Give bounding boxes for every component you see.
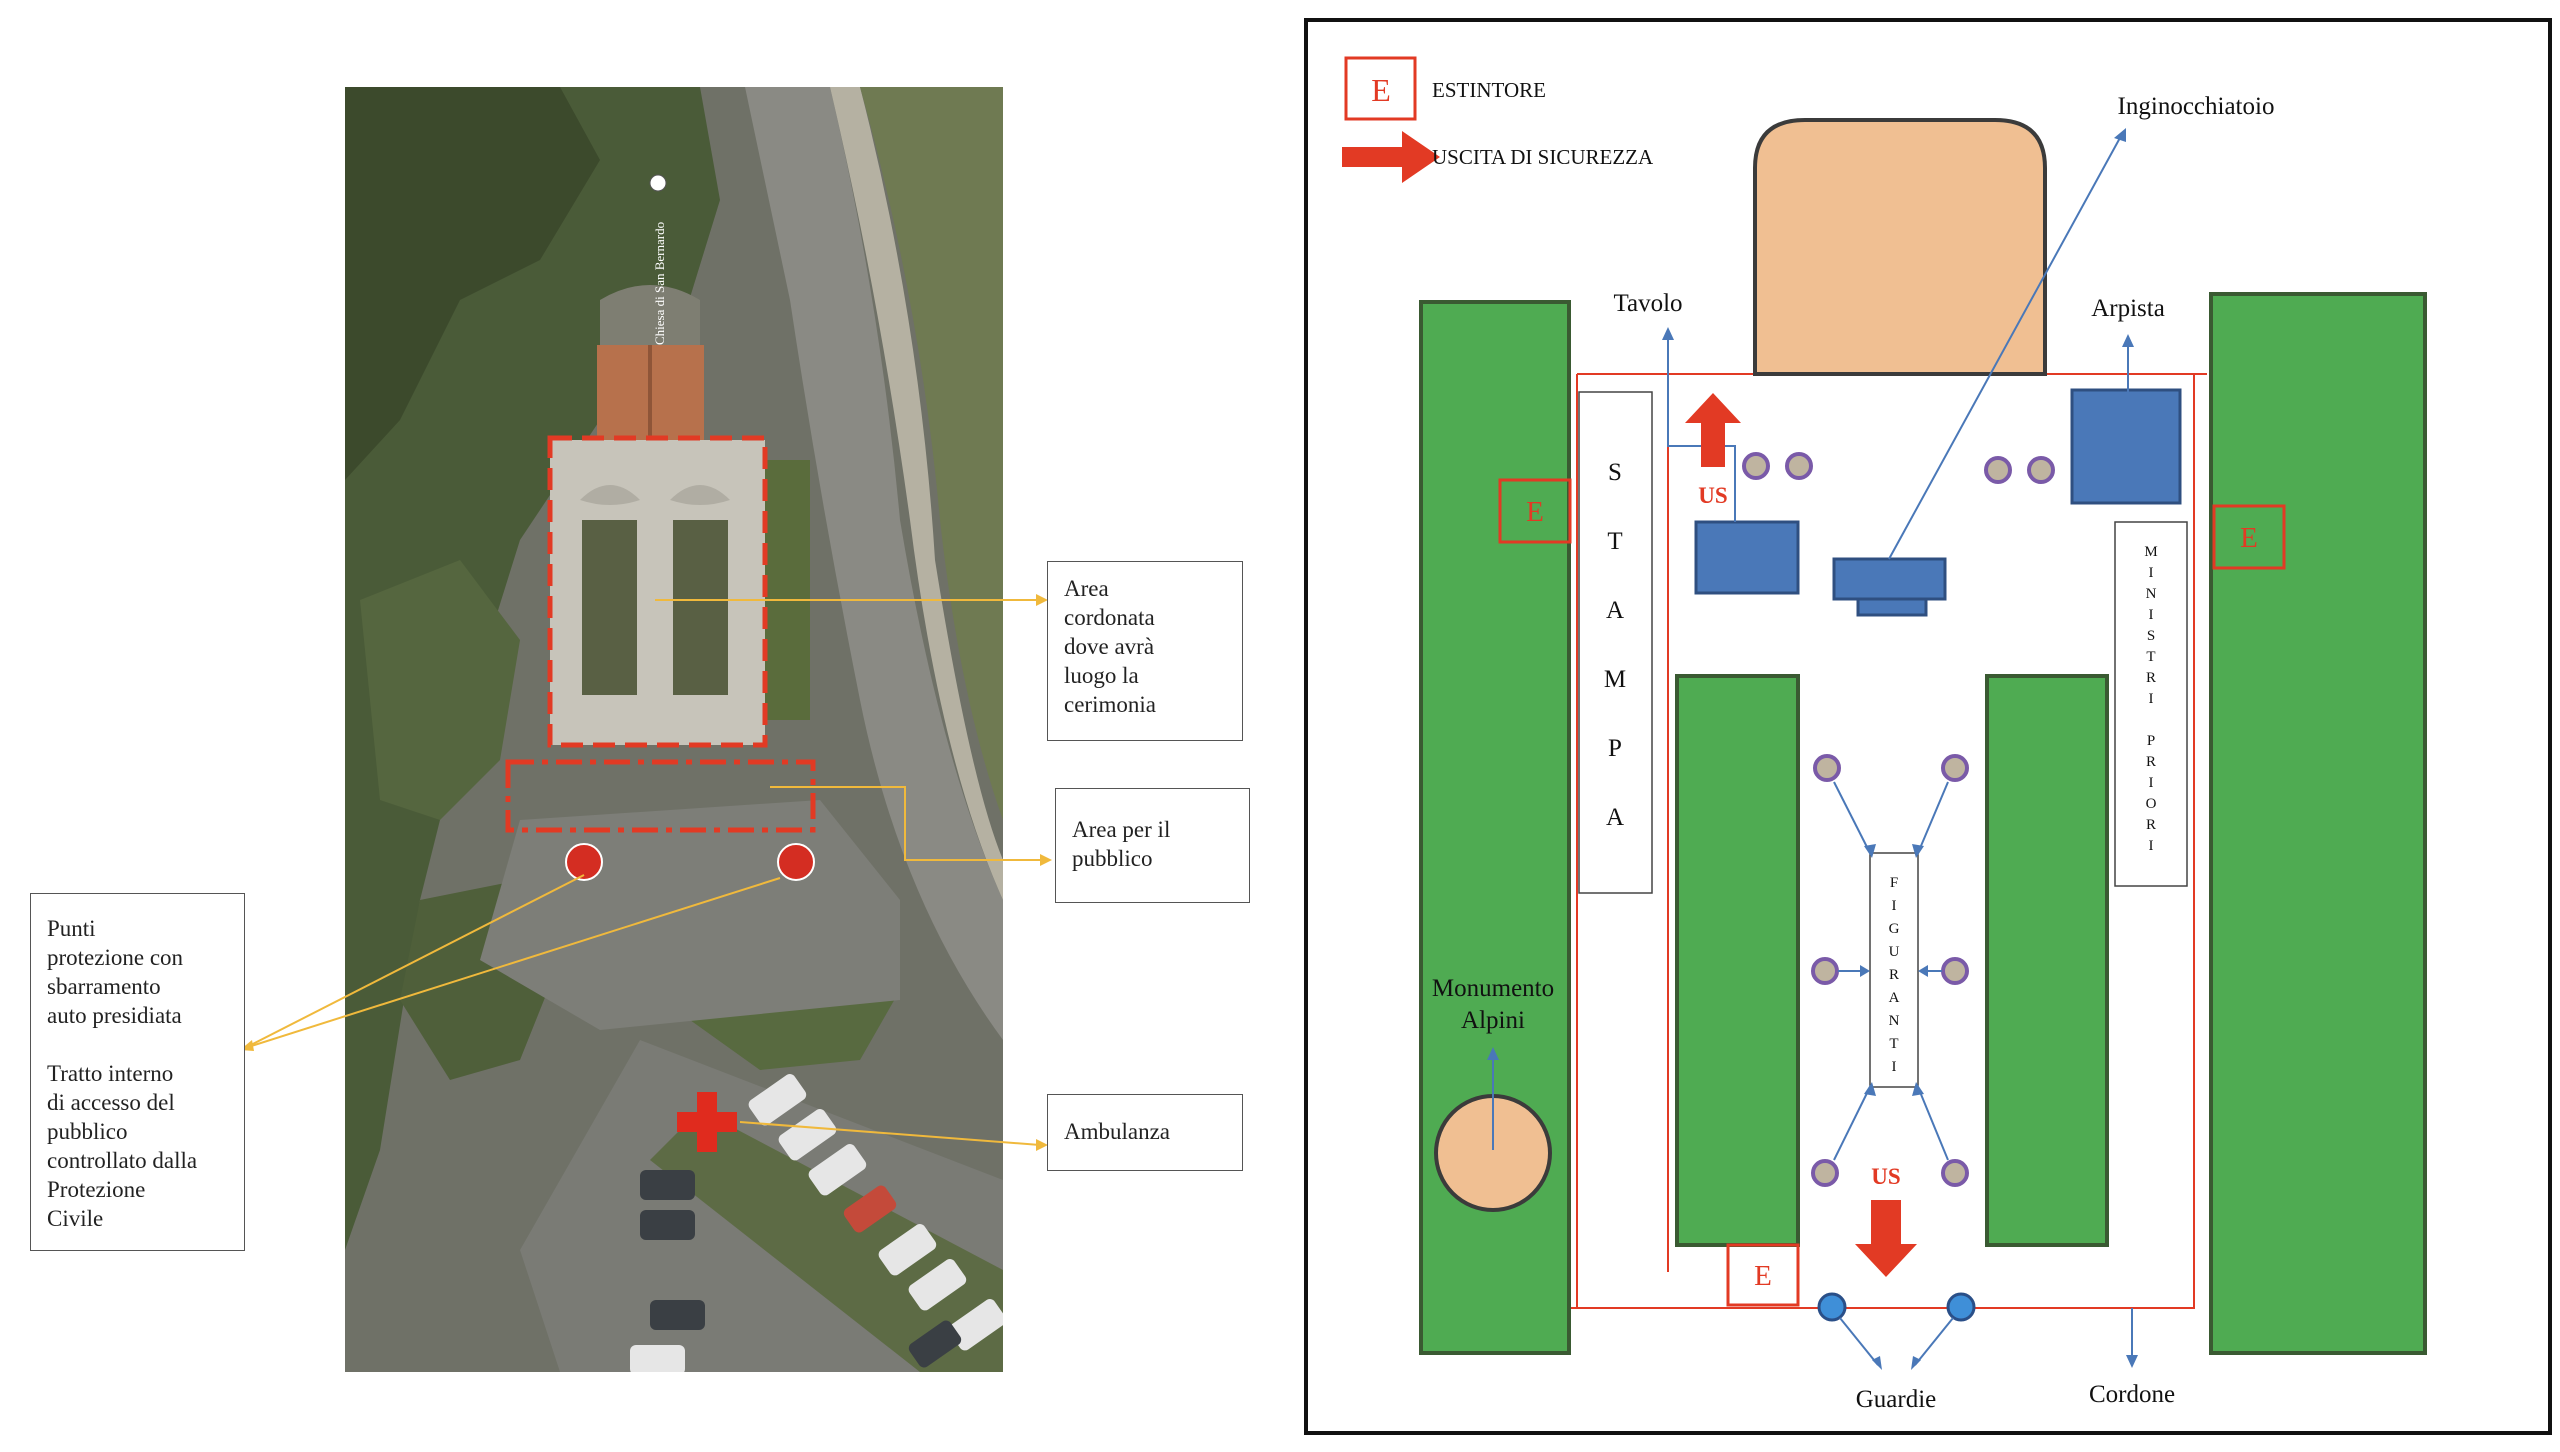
person-dot xyxy=(1984,456,2012,484)
person-dot xyxy=(1811,957,1839,985)
press-letter: A xyxy=(1606,597,1624,624)
table-block xyxy=(1694,520,1800,595)
green-block-inner-left xyxy=(1675,674,1800,1247)
ministers-letter: R xyxy=(2146,754,2156,770)
church-map-label: Chiesa di San Bernardo xyxy=(649,174,667,345)
church-label: Chiesa di San Bernardo xyxy=(652,222,667,345)
ministers-label: M I N I S T R I P R I O R I xyxy=(2144,544,2157,854)
harpist-block xyxy=(2070,388,2182,505)
person-dot xyxy=(1813,754,1841,782)
ministers-letter: I xyxy=(2149,691,2154,707)
legend-exit-arrow-icon xyxy=(1342,131,1440,183)
ministers-panel xyxy=(2114,521,2188,887)
guard-dot-right xyxy=(1946,1292,1976,1322)
ministers-letter: S xyxy=(2147,628,2155,644)
public-area-outline xyxy=(505,759,816,833)
extinguisher-bottom-label: E xyxy=(1754,1260,1772,1292)
monument-label-line2: Alpini xyxy=(1461,1007,1525,1034)
ministers-letter: R xyxy=(2146,817,2156,833)
satellite-image xyxy=(345,87,1003,1372)
ceremony-area-outline xyxy=(547,435,768,748)
figurants-letter: A xyxy=(1889,990,1900,1006)
exit-label-bottom: US xyxy=(1871,1164,1900,1189)
protection-point-left xyxy=(565,843,603,881)
cordon-label: Cordone xyxy=(2089,1381,2175,1408)
press-letter: P xyxy=(1608,735,1622,762)
kneeler-step xyxy=(1856,597,1928,617)
press-letter: M xyxy=(1604,666,1626,693)
kneeler-label: Inginocchiatoio xyxy=(2118,93,2275,120)
ministers-letter: T xyxy=(2146,649,2155,665)
person-dot xyxy=(1785,452,1813,480)
table-label: Tavolo xyxy=(1613,290,1682,317)
press-panel xyxy=(1578,391,1653,894)
exit-label-top: US xyxy=(1698,483,1727,508)
figurants-letter: I xyxy=(1892,898,1897,914)
ministers-letter: M xyxy=(2144,544,2157,560)
legend-exit-label: USCITA DI SICUREZZA xyxy=(1432,145,1654,169)
ministers-letter: I xyxy=(2149,607,2154,623)
ministers-letter: R xyxy=(2146,670,2156,686)
press-label: S T A M P A xyxy=(1604,459,1626,831)
figurants-letter: U xyxy=(1889,944,1900,960)
green-block-inner-right xyxy=(1985,674,2109,1247)
person-dot xyxy=(1742,452,1770,480)
ministers-letter: O xyxy=(2146,796,2157,812)
callout-protection-points: Punti protezione con sbarramento auto pr… xyxy=(30,893,245,1251)
green-block-right xyxy=(2209,292,2427,1355)
legend-extinguisher-label: ESTINTORE xyxy=(1432,78,1546,102)
extinguisher-right-label: E xyxy=(2240,522,2258,554)
callout-ceremony-area: Area cordonata dove avrà luogo la cerimo… xyxy=(1047,561,1243,741)
press-letter: S xyxy=(1608,459,1622,486)
press-letter: T xyxy=(1607,528,1622,555)
protection-point-right xyxy=(777,843,815,881)
legend-extinguisher-symbol: E xyxy=(1371,72,1391,108)
ministers-letter: I xyxy=(2149,838,2154,854)
callout-ambulance: Ambulanza xyxy=(1047,1094,1243,1171)
ambulance-cross-icon xyxy=(677,1092,737,1152)
person-dot xyxy=(1941,1159,1969,1187)
extinguisher-left xyxy=(1498,478,1572,544)
figurants-letter: F xyxy=(1890,875,1898,891)
extinguisher-bottom xyxy=(1726,1243,1800,1307)
extinguisher-right xyxy=(2212,504,2286,570)
callout-public-area: Area per il pubblico xyxy=(1055,788,1250,903)
extinguisher-left-label: E xyxy=(1526,496,1544,528)
ministers-letter: P xyxy=(2147,733,2155,749)
guards-label: Guardie xyxy=(1856,1386,1937,1413)
legend-extinguisher-icon xyxy=(1344,56,1417,121)
press-letter: A xyxy=(1606,804,1624,831)
figurants-letter: G xyxy=(1889,921,1900,937)
person-dot xyxy=(1941,754,1969,782)
altar-platform xyxy=(1753,118,2047,376)
person-dot xyxy=(2027,456,2055,484)
kneeler-block xyxy=(1832,557,1947,601)
guard-dot-left xyxy=(1817,1292,1847,1322)
person-dot xyxy=(1811,1159,1839,1187)
aerial-map: Chiesa di San Bernardo xyxy=(240,87,1052,1372)
ministers-letter: I xyxy=(2149,775,2154,791)
legend: E ESTINTORE USCITA DI SICUREZZA xyxy=(1342,56,1654,183)
figurants-label: F I G U R A N T I xyxy=(1889,875,1900,1075)
person-dot xyxy=(1941,957,1969,985)
figurants-letter: T xyxy=(1889,1036,1898,1052)
monument-label-line1: Monumento xyxy=(1432,975,1554,1002)
figurants-letter: N xyxy=(1889,1013,1900,1029)
exit-arrow-up-icon xyxy=(1685,393,1741,467)
figurants-panel xyxy=(1869,852,1919,1088)
exit-arrow-down-icon xyxy=(1855,1200,1917,1277)
figurants-letter: R xyxy=(1889,967,1899,983)
figurants-letter: I xyxy=(1892,1059,1897,1075)
ministers-letter: N xyxy=(2146,586,2157,602)
ministers-letter: I xyxy=(2149,565,2154,581)
harpist-label: Arpista xyxy=(2091,295,2165,322)
